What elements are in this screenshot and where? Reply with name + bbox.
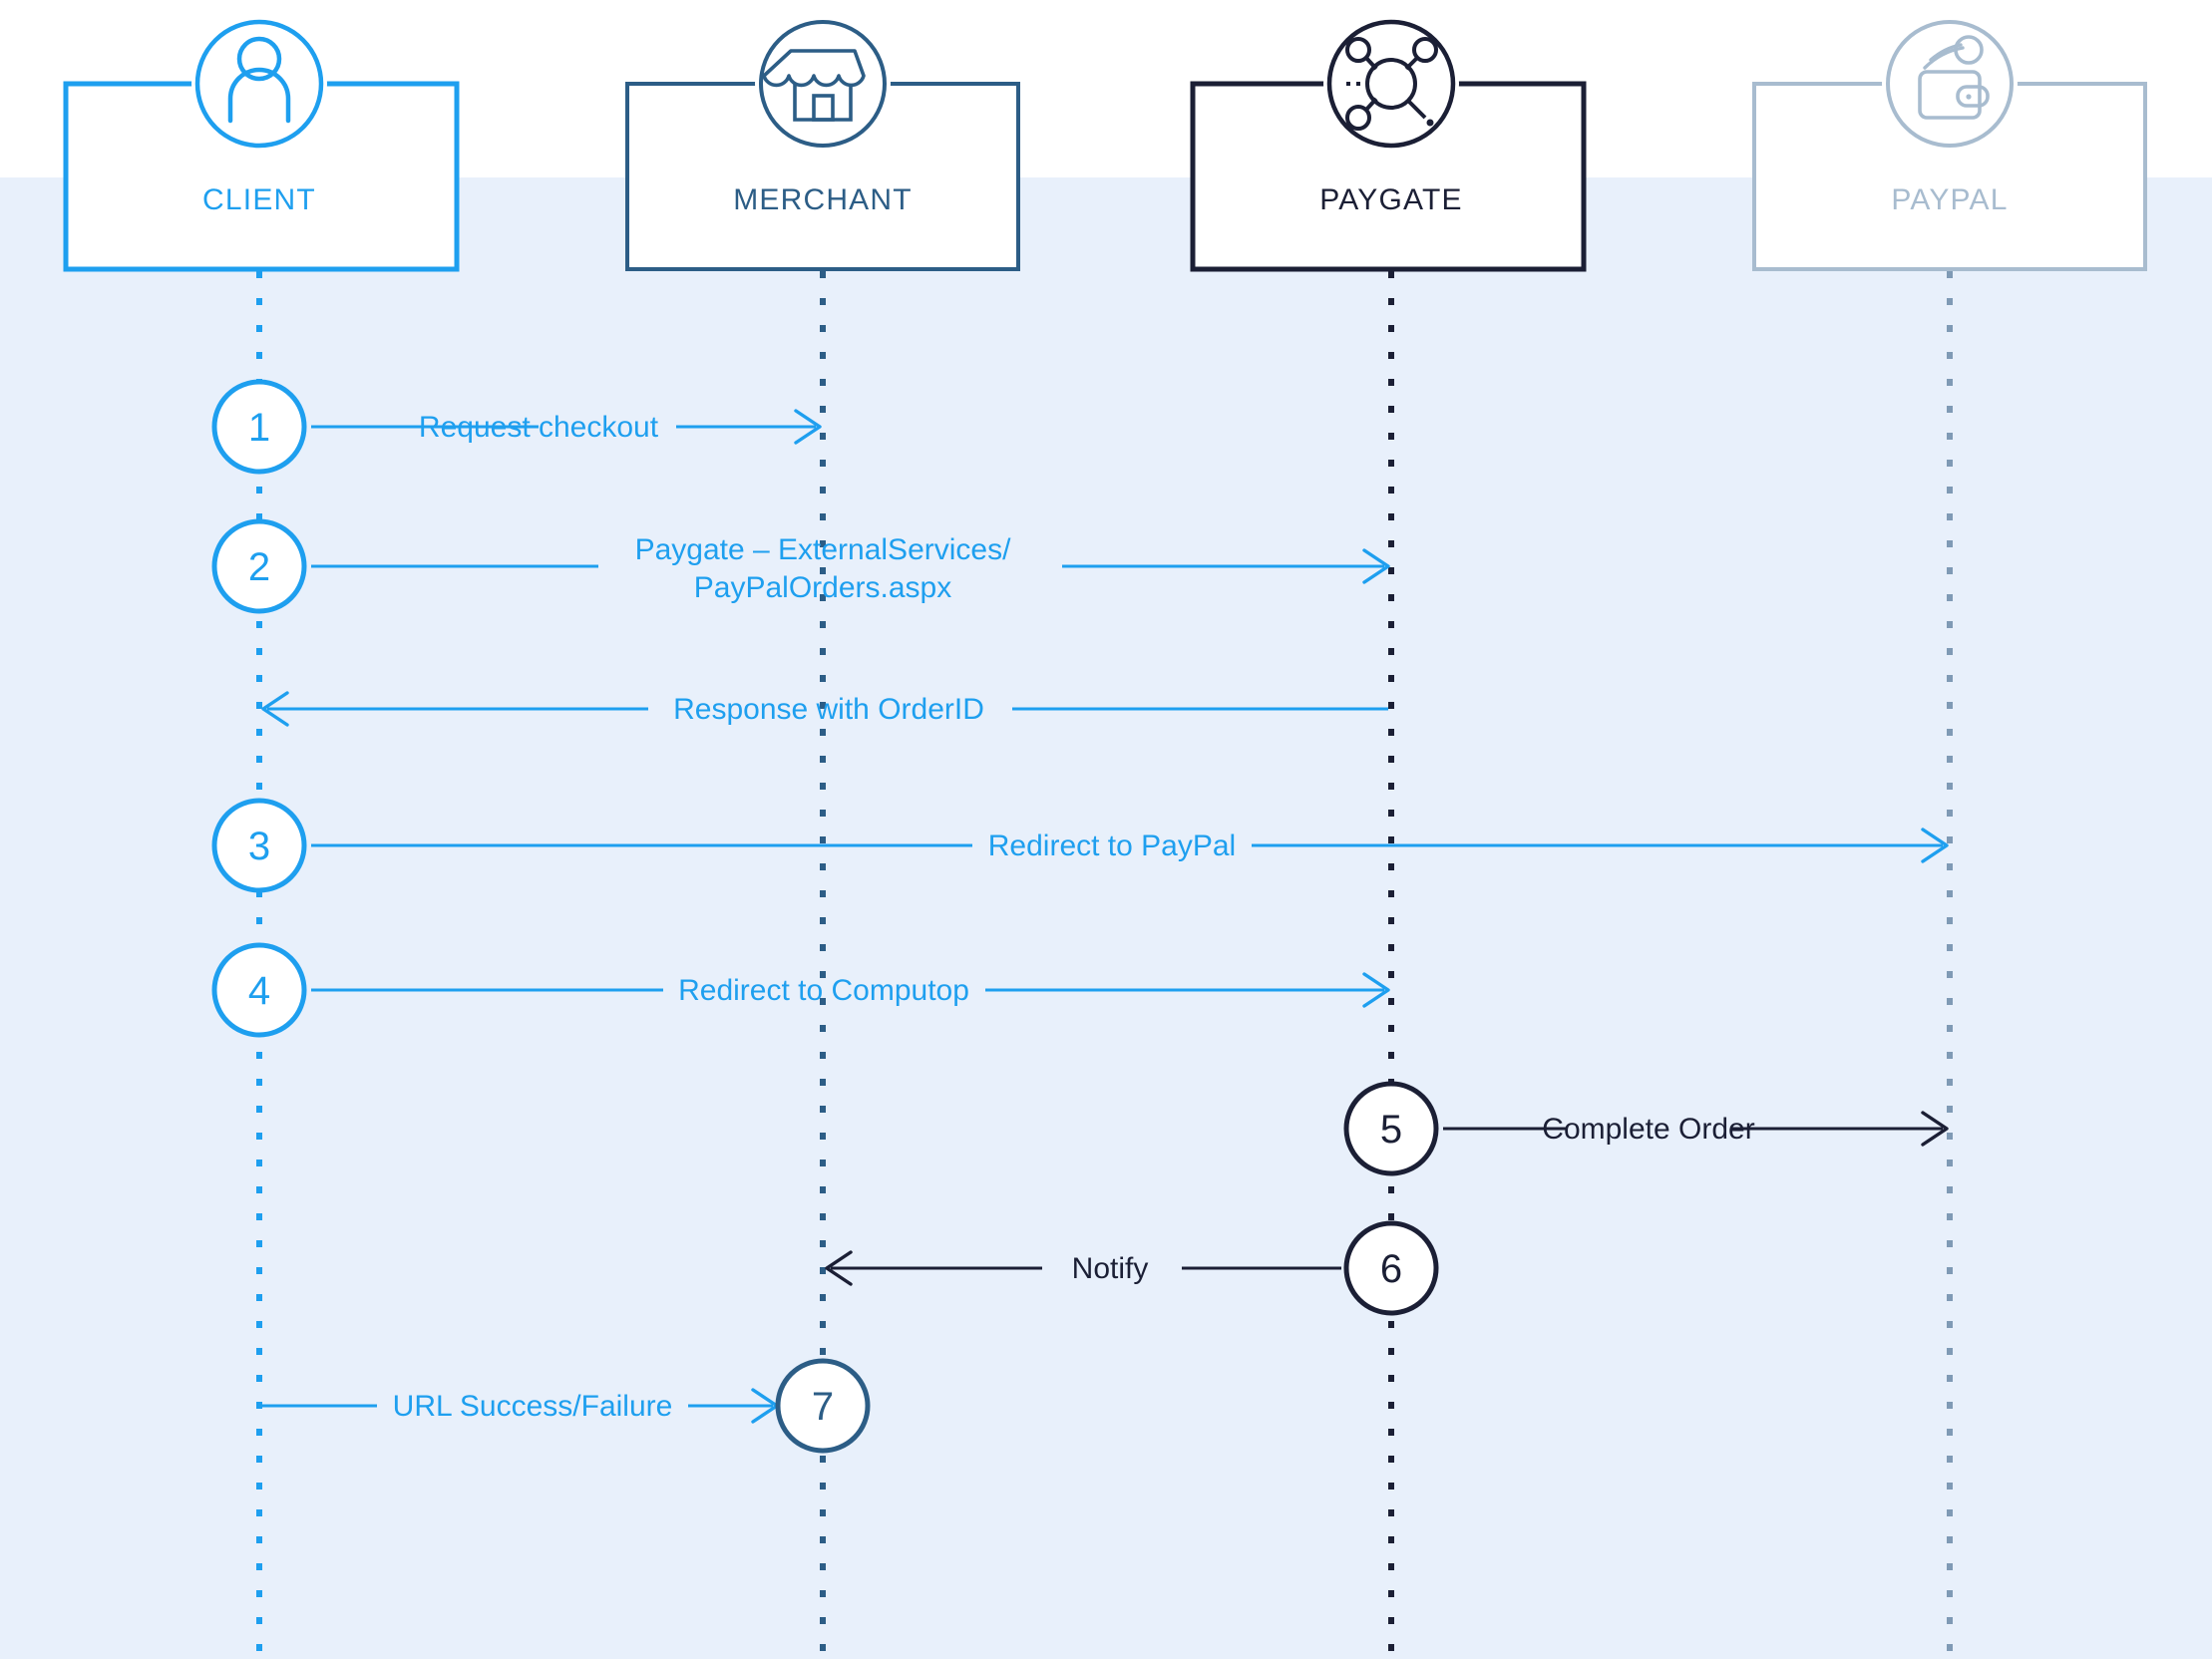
arrowhead-right-4 [1362,972,1390,1008]
step-number-5: 5 [1380,1108,1402,1152]
step-badge-3[interactable] [211,798,307,893]
lane-label-paypal: PAYPAL [1891,183,2008,216]
lane-icon-backdrop-client [191,16,327,152]
diagram-background-band [0,177,2212,1659]
step-number-3: 3 [248,825,270,868]
message-label-7: URL Success/Failure [393,1390,673,1423]
arrowhead-right-3 [1921,828,1949,863]
message-row-7[interactable]: URL Success/Failure 7 [261,1358,871,1454]
lane-label-paygate: PAYGATE [1319,183,1462,216]
step-badge-1[interactable] [211,379,307,475]
message-row-3[interactable]: Redirect to PayPal 3 [211,798,1949,893]
step-badge-6[interactable] [1343,1220,1439,1316]
step-number-1: 1 [248,406,270,450]
step-number-7: 7 [812,1385,834,1429]
lane-header-paypal[interactable]: PAYPAL [1752,16,2147,271]
step-badge-7[interactable] [775,1358,871,1454]
lane-header-paygate[interactable]: PAYGATE [1190,16,1587,272]
message-row-response[interactable]: Response with OrderID [261,691,1388,727]
wallet-icon [1886,20,2014,148]
message-label-1: Request checkout [419,411,659,444]
step-number-2: 2 [248,545,270,589]
arrowhead-left-response [261,691,289,727]
message-label-6: Notify [1072,1252,1149,1285]
message-label-5: Complete Order [1542,1113,1754,1146]
message-label-4: Redirect to Computop [678,974,969,1007]
message-row-2[interactable]: Paygate – ExternalServices/ PayPalOrders… [211,518,1390,614]
lane-label-client: CLIENT [202,183,316,216]
lane-header-client[interactable]: CLIENT [63,16,460,272]
lane-icon-backdrop-paygate [1323,16,1459,152]
message-label-3: Redirect to PayPal [988,830,1236,862]
person-icon [194,19,324,149]
arrowhead-right-5 [1921,1111,1949,1147]
step-badge-5[interactable] [1343,1081,1439,1176]
message-label-response: Response with OrderID [673,693,984,726]
message-row-6[interactable]: Notify 6 [825,1220,1439,1316]
arrowhead-right-2 [1362,548,1390,584]
step-number-6: 6 [1380,1247,1402,1291]
lane-label-merchant: MERCHANT [733,183,913,216]
storefront-icon [759,20,887,148]
message-row-1[interactable]: Request checkout 1 [211,379,822,475]
message-row-5[interactable]: Complete Order 5 [1343,1081,1949,1176]
message-row-4[interactable]: Redirect to Computop 4 [211,942,1390,1038]
lane-icon-backdrop-paypal [1882,16,2018,152]
network-hub-icon [1326,19,1456,149]
lane-headers: CLIENT MERCHANT [63,16,2147,272]
step-badge-4[interactable] [211,942,307,1038]
message-label-2-line2: PayPalOrders.aspx [694,571,951,604]
arrowhead-left-6 [825,1250,853,1286]
arrowhead-right-1 [794,409,822,445]
lane-header-merchant[interactable]: MERCHANT [625,16,1020,271]
step-badge-2[interactable] [211,518,307,614]
message-label-2-line1: Paygate – ExternalServices/ [635,533,1012,566]
step-number-4: 4 [248,969,270,1013]
